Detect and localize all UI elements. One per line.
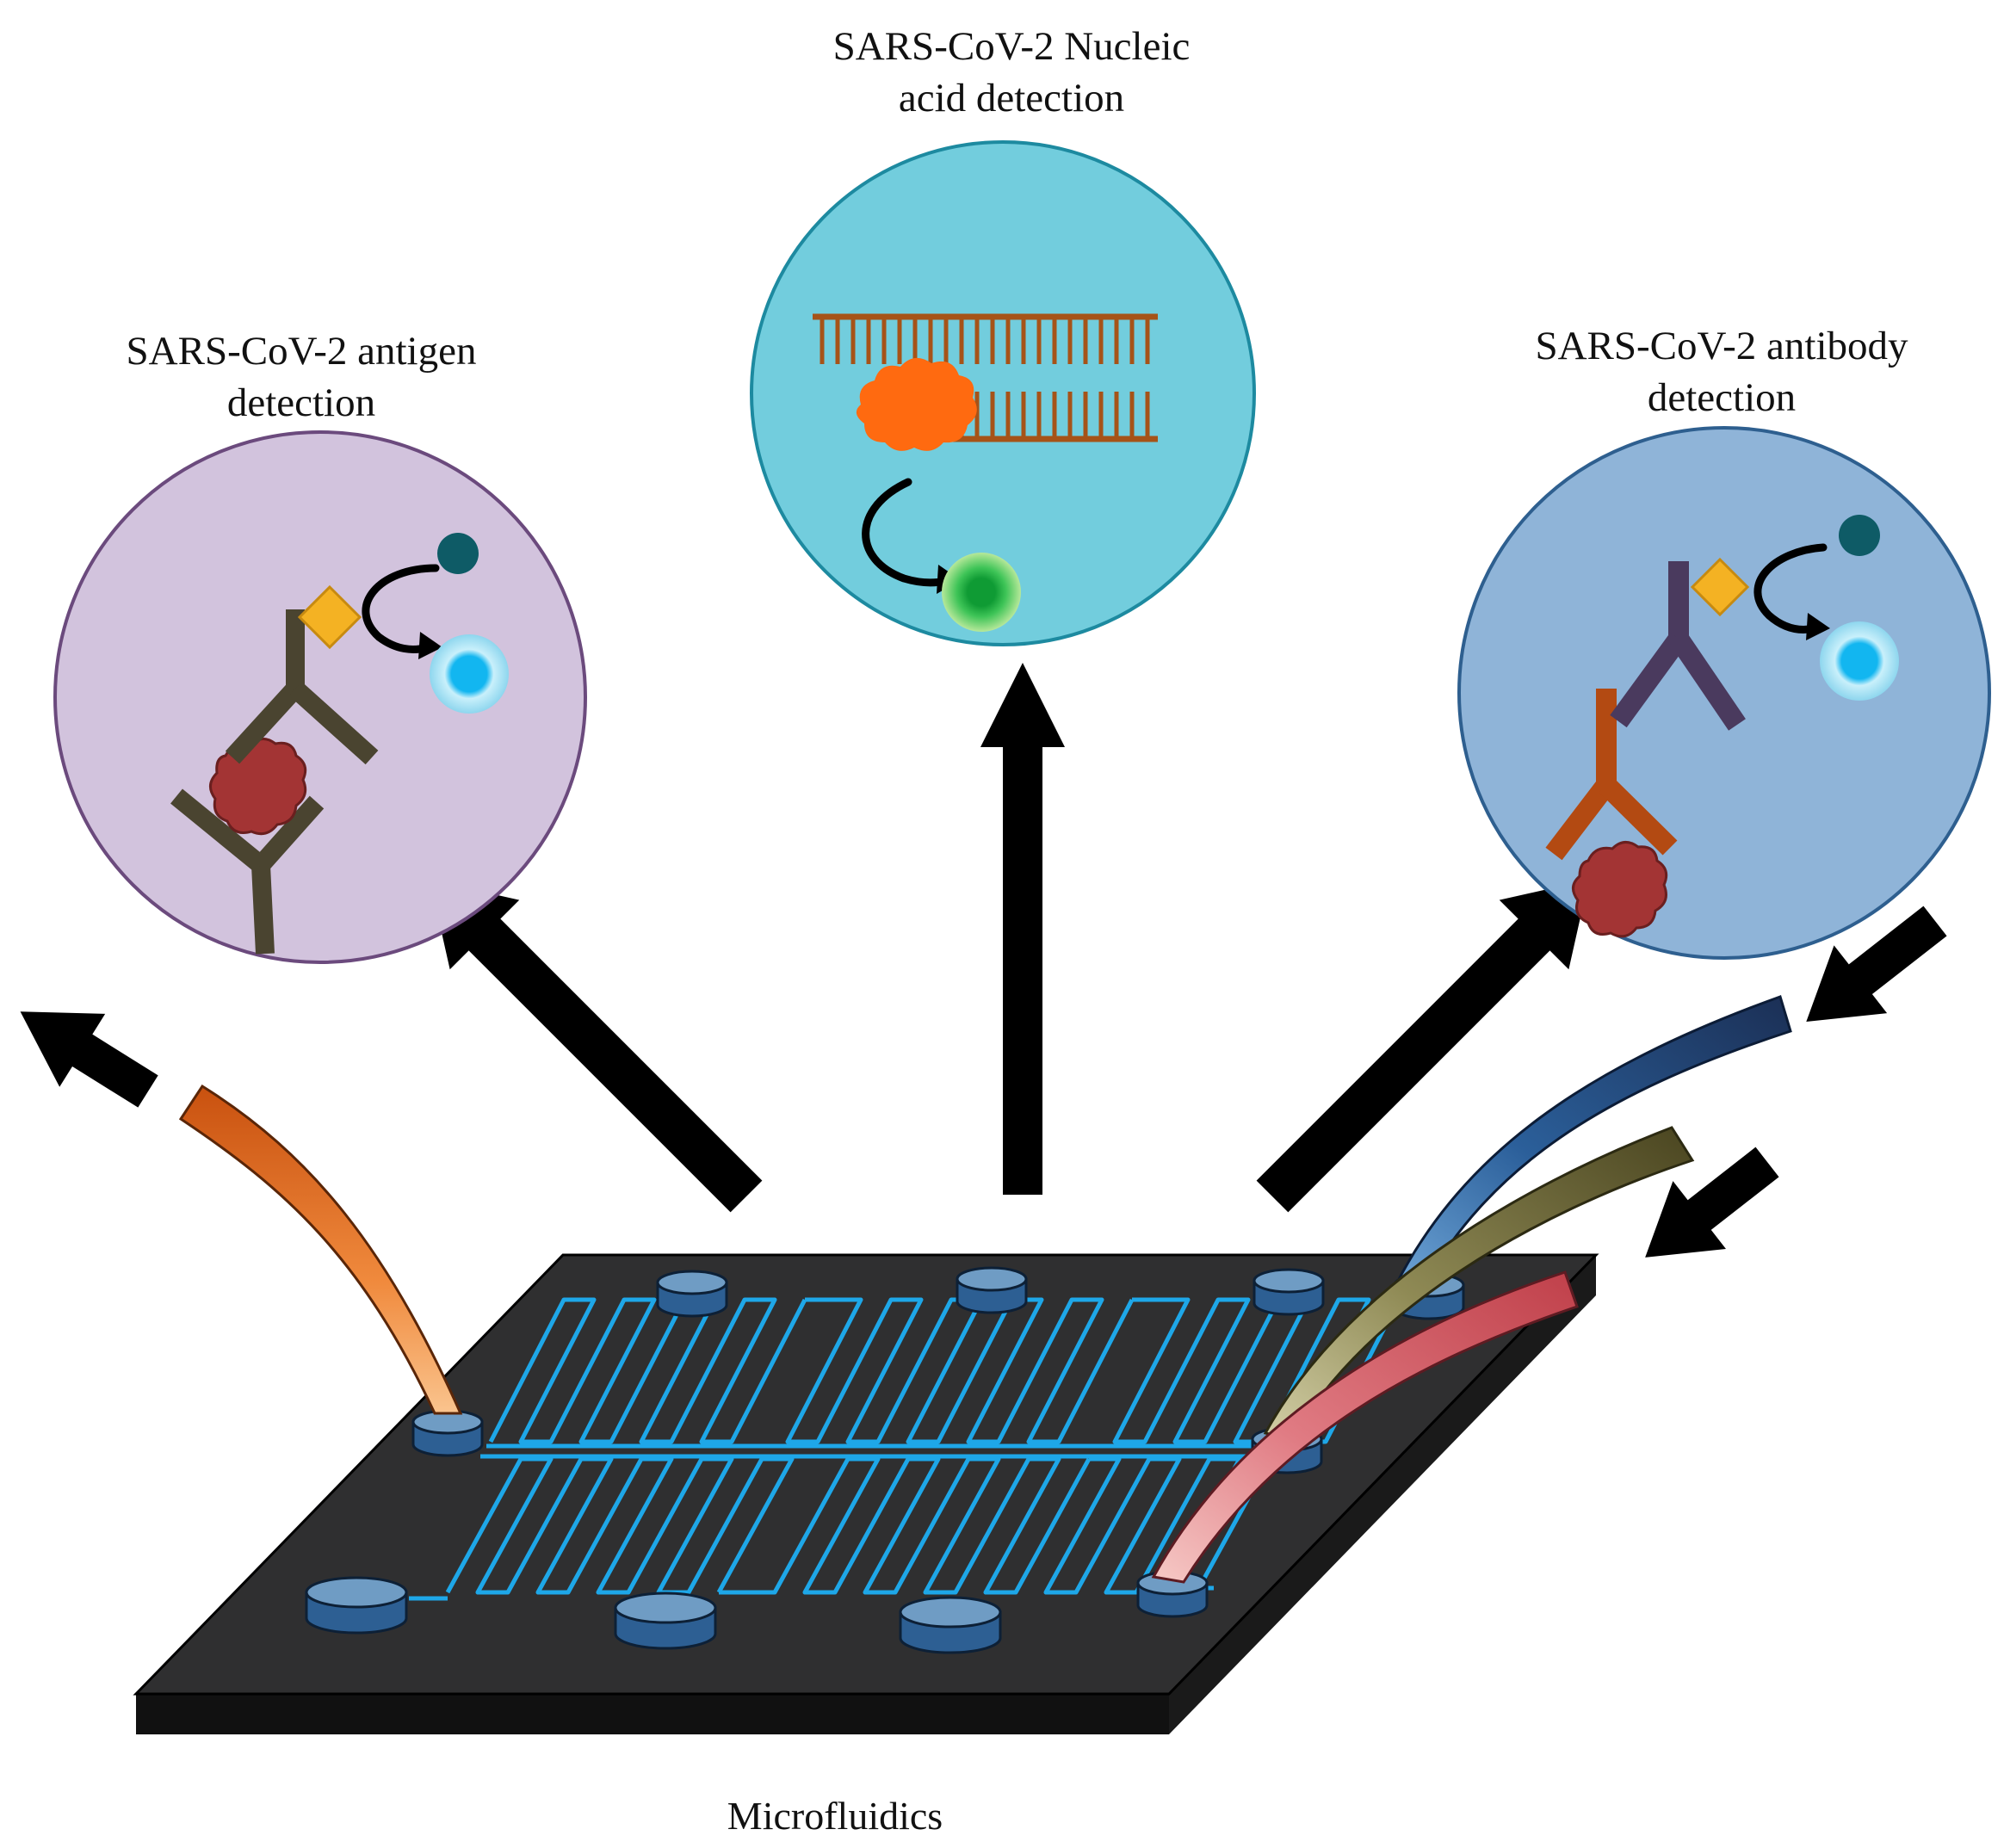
nucleic-circle bbox=[750, 140, 1256, 646]
enzyme-label-diamond bbox=[297, 584, 362, 650]
antibody-signal-product bbox=[1820, 621, 1899, 701]
signal-product bbox=[430, 634, 509, 714]
serpentine-lower-mid bbox=[719, 1456, 1092, 1595]
label-antigen-line1: SARS-CoV-2 antigen bbox=[126, 329, 477, 374]
antigen-detection-panel bbox=[53, 430, 587, 964]
arrow-inlet-lower bbox=[1645, 1147, 1779, 1258]
arrow-inlet-upper bbox=[1806, 905, 1947, 1022]
tube-pink bbox=[1151, 1270, 1579, 1584]
antigen-circle bbox=[53, 430, 587, 964]
label-antibody-detection: SARS-CoV-2 antibody detection bbox=[1535, 320, 1908, 423]
cleavage-arrow bbox=[862, 478, 949, 587]
chip-side-right bbox=[1169, 1255, 1596, 1734]
capture-antigen-antibody bbox=[1545, 689, 1678, 861]
arrow-outlet-left bbox=[20, 1011, 158, 1108]
target-antibody bbox=[1610, 561, 1746, 731]
port-left-inlet bbox=[411, 1409, 484, 1457]
port-top-3 bbox=[1252, 1268, 1325, 1316]
label-nucleic-acid-detection: SARS-CoV-2 Nucleic acid detection bbox=[833, 21, 1191, 124]
microfluidic-chip bbox=[133, 995, 1792, 1734]
label-antibody-line1: SARS-CoV-2 antibody bbox=[1535, 324, 1908, 368]
antibody-reaction-arrow bbox=[1754, 543, 1828, 634]
capture-antibody bbox=[170, 788, 325, 955]
label-nucleic-line1: SARS-CoV-2 Nucleic bbox=[832, 24, 1191, 69]
antibody-detection-panel bbox=[1457, 426, 1991, 960]
label-nucleic-line2: acid detection bbox=[898, 76, 1125, 121]
fluorescent-signal bbox=[942, 553, 1021, 632]
serpentine-upper-left bbox=[488, 1297, 807, 1444]
cas-enzyme bbox=[856, 357, 977, 451]
reaction-arrow bbox=[362, 564, 440, 653]
port-bottom-3 bbox=[899, 1596, 1002, 1654]
arrows bbox=[20, 663, 1947, 1258]
substrate-molecule bbox=[437, 533, 479, 574]
port-bottom-2 bbox=[614, 1592, 717, 1650]
chip-top-surface bbox=[133, 1253, 1599, 1696]
arrow-to-antigen bbox=[430, 880, 763, 1213]
label-antigen-detection: SARS-CoV-2 antigen detection bbox=[127, 325, 477, 429]
port-top-2 bbox=[956, 1266, 1028, 1314]
antibody-virus bbox=[1572, 841, 1668, 938]
arrow-up-center bbox=[980, 663, 1065, 1195]
arrow-to-antibody bbox=[1256, 880, 1589, 1213]
port-bottom-1 bbox=[305, 1576, 408, 1635]
tube-orange bbox=[178, 1084, 463, 1415]
dna-double-strand bbox=[813, 313, 1158, 442]
label-antigen-line2: detection bbox=[226, 380, 376, 425]
label-antibody-line2: detection bbox=[1647, 375, 1797, 420]
label-microfluidics: Microfluidics bbox=[727, 1794, 943, 1838]
tubing bbox=[178, 995, 1792, 1584]
serpentine-lower-left bbox=[445, 1456, 795, 1595]
antibody-label-diamond bbox=[1690, 557, 1750, 617]
detection-antibody bbox=[225, 609, 379, 765]
antibody-substrate bbox=[1839, 515, 1880, 556]
nucleic-acid-detection-panel bbox=[750, 140, 1256, 646]
serpentine-upper-mid bbox=[785, 1297, 1135, 1444]
port-top-1 bbox=[656, 1270, 728, 1318]
chip-side-front bbox=[136, 1694, 1169, 1734]
antigen-virus bbox=[209, 738, 307, 836]
